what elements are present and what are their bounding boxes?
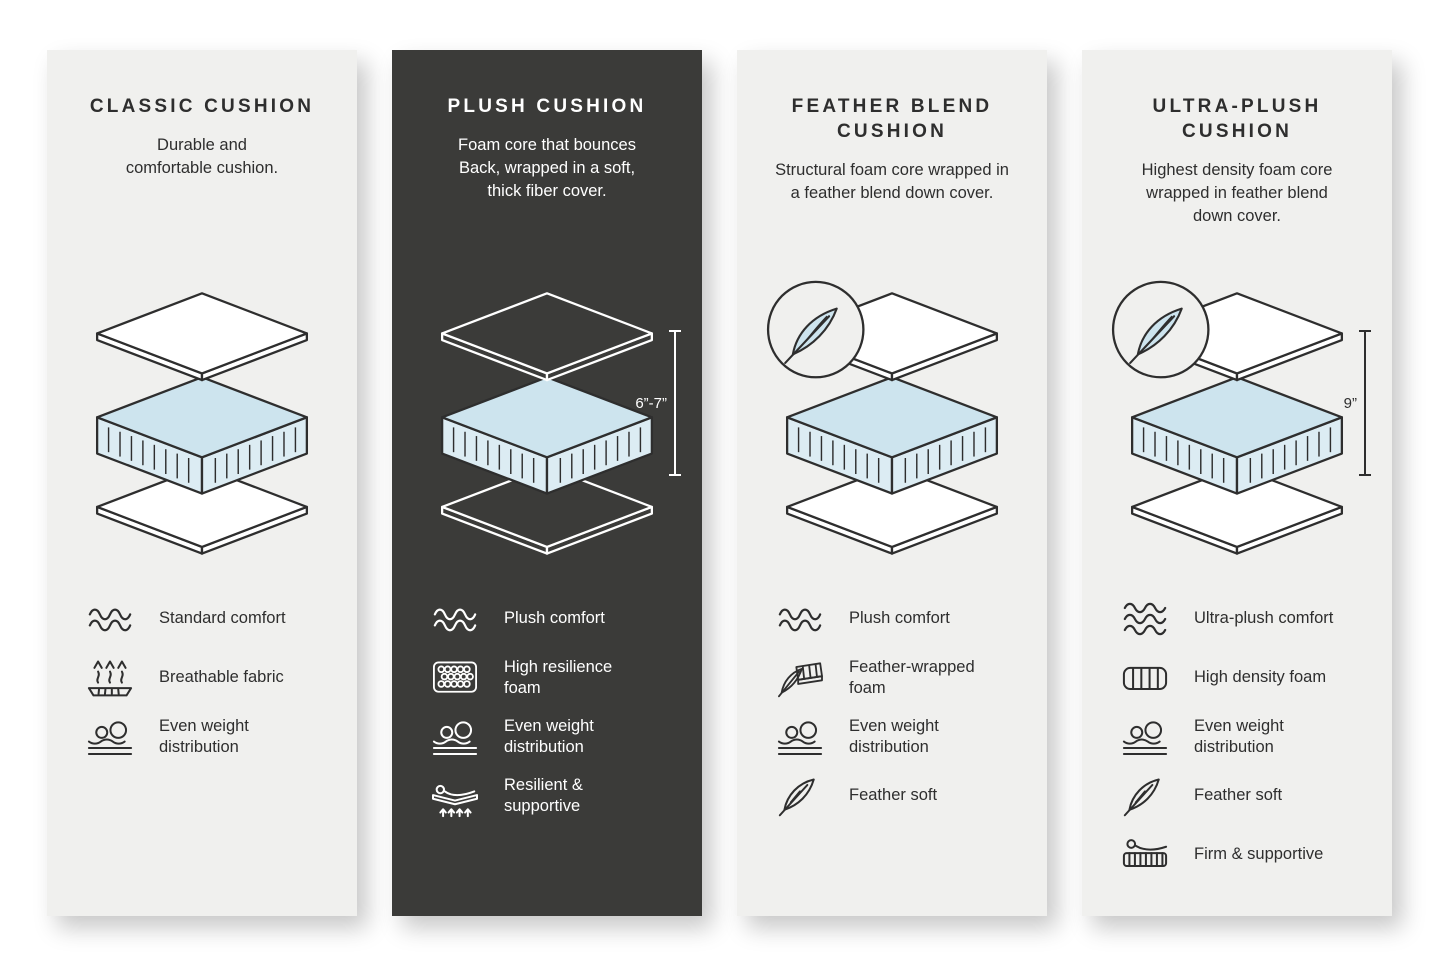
- feature-label: High density foam: [1194, 668, 1327, 687]
- feature-label: Breathable fabric: [159, 668, 284, 687]
- waves-icon: [773, 597, 827, 641]
- card-title: FEATHER BLEND CUSHION: [791, 96, 993, 143]
- feather-circle-icon: [766, 280, 865, 379]
- height-dimension-label: 9”: [1343, 394, 1357, 412]
- high-density-foam-icon: [1118, 656, 1172, 700]
- height-dimension-label: 6”-7”: [635, 394, 667, 412]
- card-title: ULTRA-PLUSH CUSHION: [1152, 96, 1322, 143]
- firm-supportive-icon: [1118, 833, 1172, 877]
- waves-icon: [428, 597, 482, 641]
- feature-label: Plush comfort: [504, 609, 605, 628]
- feature-label: Feather soft: [849, 786, 938, 805]
- feature-label: Even weight distribution: [159, 716, 249, 756]
- card-classic-cushion: CLASSIC CUSHION Durable and comfortable …: [47, 50, 357, 916]
- feature-label: Even weight distribution: [849, 716, 939, 756]
- feature-row: Firm & supportive: [1118, 832, 1368, 878]
- feature-row: Ultra-plush comfort: [1118, 596, 1368, 642]
- feather-icon: [1118, 774, 1172, 818]
- even-weight-icon: [83, 715, 137, 759]
- cushion-diagram: 6”-7”: [416, 280, 681, 576]
- cushion-comparison-board: CLASSIC CUSHION Durable and comfortable …: [47, 50, 1392, 916]
- even-weight-icon: [1118, 715, 1172, 759]
- feature-row: High density foam: [1118, 655, 1368, 701]
- cushion-layers-diagram: [766, 280, 999, 555]
- feature-row: Plush comfort: [428, 596, 678, 642]
- feature-row: Feather-wrapped foam: [773, 655, 1023, 701]
- feature-label: Plush comfort: [849, 609, 950, 628]
- feature-row: Even weight distribution: [1118, 714, 1368, 760]
- feature-row: Even weight distribution: [428, 714, 678, 760]
- card-ultra-plush-cushion: ULTRA-PLUSH CUSHION Highest density foam…: [1082, 50, 1392, 916]
- honeycomb-foam-icon: [428, 656, 482, 700]
- feature-row: Feather soft: [773, 773, 1023, 819]
- cushion-layers-diagram: [1111, 280, 1344, 555]
- feature-label: Feather soft: [1194, 786, 1283, 805]
- card-header: CLASSIC CUSHION Durable and comfortable …: [71, 94, 333, 280]
- even-weight-icon: [428, 715, 482, 759]
- feature-label: Feather-wrapped foam: [849, 657, 975, 697]
- feature-label: Even weight distribution: [1194, 716, 1284, 756]
- feature-list: Ultra-plush comfort High density foam Ev…: [1106, 596, 1368, 878]
- card-description: Foam core that bounces Back, wrapped in …: [458, 136, 636, 200]
- feature-list: Plush comfort Feather-wrapped foam Even …: [761, 596, 1023, 819]
- card-feather-blend-cushion: FEATHER BLEND CUSHION Structural foam co…: [737, 50, 1047, 916]
- card-header: FEATHER BLEND CUSHION Structural foam co…: [761, 94, 1023, 280]
- feature-list: Standard comfort Breathable fabric Even …: [71, 596, 333, 760]
- height-ruler: 9”: [1343, 330, 1371, 476]
- card-plush-cushion: PLUSH CUSHION Foam core that bounces Bac…: [392, 50, 702, 916]
- card-description: Structural foam core wrapped in a feathe…: [775, 161, 1009, 202]
- resilient-supportive-icon: [428, 774, 482, 818]
- feature-label: Standard comfort: [159, 609, 286, 628]
- feature-row: High resilience foam: [428, 655, 678, 701]
- card-description: Highest density foam core wrapped in fea…: [1141, 161, 1333, 225]
- feature-row: Resilient & supportive: [428, 773, 678, 819]
- card-header: ULTRA-PLUSH CUSHION Highest density foam…: [1106, 94, 1368, 280]
- card-header: PLUSH CUSHION Foam core that bounces Bac…: [416, 94, 678, 280]
- feature-label: Resilient & supportive: [504, 775, 583, 815]
- cushion-layers-diagram: [95, 292, 309, 555]
- feature-label: Even weight distribution: [504, 716, 594, 756]
- cushion-layers-diagram: [440, 292, 654, 555]
- feather-circle-icon: [1111, 280, 1210, 379]
- waves-3-icon: [1118, 597, 1172, 641]
- ruler-line: [1359, 330, 1371, 476]
- breathable-fabric-icon: [83, 656, 137, 700]
- feature-label: Firm & supportive: [1194, 845, 1324, 864]
- feature-row: Feather soft: [1118, 773, 1368, 819]
- cushion-diagram: [761, 280, 1023, 576]
- feature-list: Plush comfort High resilience foam Even …: [416, 596, 678, 819]
- card-title: CLASSIC CUSHION: [89, 96, 315, 117]
- waves-icon: [83, 597, 137, 641]
- feature-row: Standard comfort: [83, 596, 333, 642]
- feature-label: High resilience foam: [504, 657, 613, 697]
- feature-label: Ultra-plush comfort: [1194, 609, 1334, 628]
- feature-row: Even weight distribution: [773, 714, 1023, 760]
- height-ruler: 6”-7”: [635, 330, 681, 476]
- card-title: PLUSH CUSHION: [447, 96, 647, 117]
- feature-row: Even weight distribution: [83, 714, 333, 760]
- card-description: Durable and comfortable cushion.: [125, 136, 279, 177]
- feature-row: Plush comfort: [773, 596, 1023, 642]
- cushion-diagram: 9”: [1106, 280, 1371, 576]
- feather-wrapped-foam-icon: [773, 656, 827, 700]
- cushion-diagram: [71, 280, 333, 576]
- feature-row: Breathable fabric: [83, 655, 333, 701]
- feather-icon: [773, 774, 827, 818]
- ruler-line: [669, 330, 681, 476]
- even-weight-icon: [773, 715, 827, 759]
